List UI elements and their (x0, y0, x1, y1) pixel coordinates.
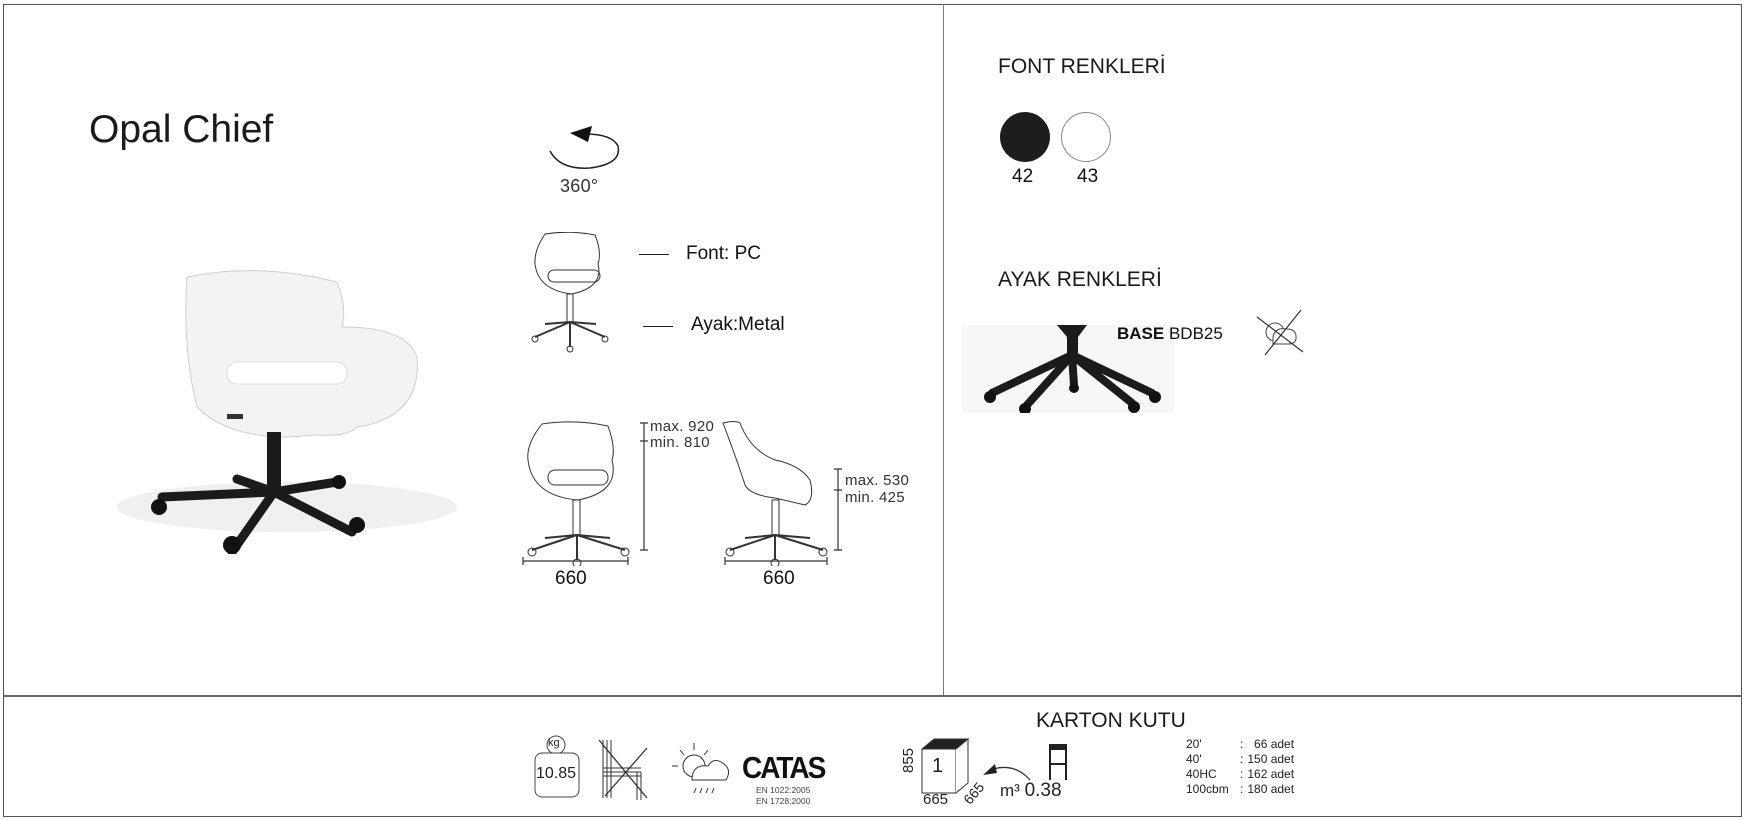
base-code: BDB25 (1168, 324, 1223, 343)
box-height: 855 (900, 747, 917, 773)
table-row: 40HC:162 adet (1186, 767, 1298, 782)
separator: : (1240, 767, 1244, 781)
material-leader-line (643, 326, 673, 327)
table-row: 40':150 adet (1186, 752, 1298, 767)
catas-logo: CATAS (742, 750, 826, 785)
carton-box-icon (920, 737, 970, 794)
leg-colors-heading: AYAK RENKLERİ (998, 268, 1162, 291)
side-depth-label: 660 (763, 568, 795, 589)
no-stacking-icon (598, 739, 648, 800)
container-qty: 162 adet (1247, 767, 1295, 781)
volume-unit: m³ (1000, 781, 1020, 800)
swatch-code: 43 (1077, 166, 1099, 187)
rotation-360-icon (549, 126, 620, 169)
chair-front-sketch (531, 232, 609, 353)
dimension-lines-front (522, 422, 648, 565)
material-leader-line (639, 254, 669, 255)
chair-side-dimension-drawing (722, 421, 842, 566)
swatch-code: 42 (1012, 166, 1034, 187)
box-width: 665 (923, 791, 949, 808)
weight-value: 10.85 (536, 765, 577, 782)
material-shell-label: Font: PC (686, 243, 761, 264)
side-seat-max: max. 530 (845, 472, 910, 489)
container-capacity-table: 20':66 adet 40':150 adet 40HC:162 adet 1… (1186, 737, 1298, 797)
no-outdoor-use-icon (1256, 309, 1304, 356)
container-qty: 150 adet (1247, 752, 1295, 766)
volume-value: 0.38 (1024, 780, 1062, 801)
standard-2: EN 1728:2000 (756, 796, 811, 806)
carton-heading: KARTON KUTU (1036, 709, 1186, 732)
product-photo (117, 270, 457, 554)
volume: m³ 0.38 (1000, 780, 1062, 802)
container-type: 100cbm (1186, 782, 1229, 796)
rotation-label: 360° (560, 176, 599, 196)
table-row: 20':66 adet (1186, 737, 1298, 752)
column-divider (943, 4, 944, 695)
material-base-label: Ayak:Metal (691, 314, 785, 335)
base-bold-label: BASE (1117, 324, 1165, 343)
chair-icon (1049, 744, 1067, 780)
footer-divider (3, 695, 1742, 697)
front-height-min: min. 810 (650, 434, 710, 451)
page-frame (3, 4, 1742, 817)
font-colors-heading: FONT RENKLERİ (998, 55, 1166, 78)
container-qty: 66 adet (1254, 737, 1295, 751)
base-label: BASE BDB25 (1117, 324, 1223, 344)
color-swatch-43[interactable] (1061, 112, 1111, 162)
arrow-icon (983, 764, 1031, 781)
container-qty: 180 adet (1247, 782, 1295, 796)
container-type: 40HC (1186, 767, 1217, 781)
container-type: 40' (1186, 752, 1202, 766)
outdoor-weather-icon (672, 743, 730, 794)
container-type: 20' (1186, 737, 1202, 751)
side-seat-min: min. 425 (845, 489, 905, 506)
separator: : (1240, 752, 1244, 766)
front-height-max: max. 920 (650, 418, 715, 435)
product-title: Opal Chief (89, 108, 274, 151)
box-count: 1 (932, 755, 944, 777)
separator: : (1240, 737, 1244, 751)
weight-icon (534, 735, 580, 798)
color-swatch-42[interactable] (1000, 112, 1050, 162)
table-row: 100cbm:180 adet (1186, 782, 1298, 797)
chair-front-dimension-drawing (527, 421, 630, 566)
weight-unit: kg (548, 737, 560, 749)
front-width-label: 660 (555, 568, 587, 589)
separator: : (1240, 782, 1244, 796)
standard-1: EN 1022:2005 (756, 785, 811, 795)
base-photo (962, 325, 1174, 413)
